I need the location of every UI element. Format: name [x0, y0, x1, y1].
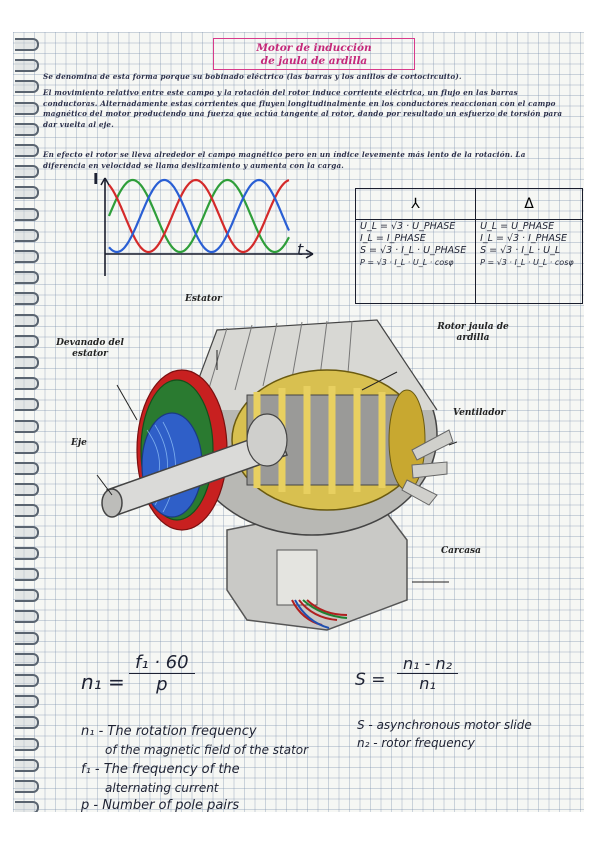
spiral-ring [15, 398, 39, 412]
delta-header: Δ [475, 188, 583, 220]
star-header: ⅄ [354, 188, 477, 220]
spiral-ring [15, 758, 39, 772]
formula-n1-denominator: p [156, 674, 168, 695]
spiral-ring [15, 631, 39, 645]
fan-blades [401, 429, 454, 506]
spiral-ring [15, 228, 39, 242]
graph-y-label: I [93, 170, 99, 188]
spiral-ring [15, 59, 39, 73]
spiral-ring [15, 186, 39, 200]
spiral-ring [15, 334, 39, 348]
legend-n2: n₂ - rotor frequency [357, 736, 475, 750]
delta-formula-2: I_L = √3 · I_PHASE [480, 233, 568, 244]
spiral-ring [15, 801, 39, 812]
label-eje: Eje [71, 438, 87, 448]
spiral-ring [15, 144, 39, 157]
spiral-ring [15, 101, 39, 115]
star-formula-2: I_L = I_PHASE [360, 233, 426, 244]
star-formula-1: U_L = √3 · U_PHASE [360, 221, 456, 232]
spiral-ring [15, 568, 39, 581]
legend-f1: f₁ - The frequency of the [81, 762, 240, 777]
spiral-ring [15, 377, 39, 391]
star-delta-formula-table: ⅄ Δ U_L = √3 · U_PHASE I_L = I_PHASE S =… [354, 188, 583, 304]
delta-formula-3: S = √3 · I_L · U_L [480, 245, 561, 256]
formula-s-numerator: n₁ - n₂ [397, 654, 459, 674]
spiral-ring [15, 525, 39, 539]
star-formula-3: S = √3 · I_L · U_PHASE [360, 245, 467, 256]
spiral-ring [15, 737, 39, 751]
star-formula-4: P = √3 · I_L · U_L · cosφ [360, 258, 454, 267]
formula-s-fraction: n₁ - n₂ n₁ [397, 654, 459, 693]
spiral-ring [15, 419, 39, 433]
current-waveform-graph [100, 177, 314, 276]
formula-s-lhs: S = [355, 670, 386, 690]
spiral-ring [15, 38, 39, 51]
spiral-ring [15, 313, 39, 327]
formula-n1-lhs: n₁ = [81, 670, 125, 694]
spiral-ring [15, 80, 39, 94]
notebook-page: Motor de inducción de jaula de ardilla S… [13, 32, 584, 812]
spiral-ring [15, 207, 39, 221]
phase-wave-blue [108, 178, 291, 254]
spiral-ring [15, 165, 39, 179]
label-rotor: Rotor jaula de ardilla [437, 322, 509, 343]
delta-formula-4: P = √3 · I_L · U_L · cosφ [480, 258, 574, 267]
formula-s-denominator: n₁ [419, 674, 436, 693]
paragraph-2: El movimiento relativo entre este campo … [43, 88, 563, 129]
spiral-ring [15, 356, 39, 369]
spiral-ring [15, 271, 39, 285]
legend-n1: n₁ - The rotation frequency [81, 724, 257, 739]
star-formulas: U_L = √3 · U_PHASE I_L = I_PHASE S = √3 … [354, 219, 477, 304]
terminal-box [276, 549, 318, 606]
legend-f1-cont: alternating current [105, 781, 219, 795]
page-title: Motor de inducción de jaula de ardilla [213, 38, 415, 70]
spiral-ring [15, 483, 39, 497]
delta-formulas: U_L = U_PHASE I_L = √3 · I_PHASE S = √3 … [475, 219, 583, 304]
legend-n1-cont: of the magnetic field of the stator [105, 743, 309, 757]
spiral-ring [15, 610, 39, 624]
spiral-ring [15, 589, 39, 603]
spiral-ring [15, 780, 39, 793]
legend-s: S - asynchronous motor slide [357, 718, 532, 732]
spiral-ring [15, 440, 39, 454]
label-devanado: Devanado del estator [56, 338, 124, 359]
spiral-ring [15, 695, 39, 709]
induction-motor-illustration [96, 319, 457, 631]
spiral-ring [15, 546, 39, 560]
delta-formula-1: U_L = U_PHASE [480, 221, 555, 232]
legend-p: p - Number of pole pairs [81, 798, 240, 812]
title-line-2: de jaula de ardilla [260, 55, 368, 67]
spiral-ring [15, 504, 39, 518]
formula-n1-fraction: f₁ · 60 p [129, 652, 195, 695]
spiral-ring [15, 292, 39, 306]
spiral-ring [15, 250, 39, 263]
phase-wave-red [108, 178, 290, 254]
paragraph-3: En efecto el rotor se lleva alrededor el… [43, 150, 526, 170]
paragraph-1: Se denomina de esta forma porque su bobi… [43, 72, 462, 81]
spiral-ring [15, 652, 39, 666]
label-carcasa: Carcasa [441, 546, 481, 556]
spiral-binding [13, 32, 39, 812]
spiral-ring [15, 716, 39, 730]
spiral-ring [15, 462, 39, 475]
label-estator: Estator [185, 294, 222, 304]
graph-x-label: t [297, 240, 304, 259]
label-ventilador: Ventilador [453, 408, 506, 418]
spiral-ring [15, 674, 39, 687]
spiral-ring [15, 122, 39, 136]
formula-n1-numerator: f₁ · 60 [129, 652, 195, 674]
title-line-1: Motor de inducción [256, 42, 372, 54]
